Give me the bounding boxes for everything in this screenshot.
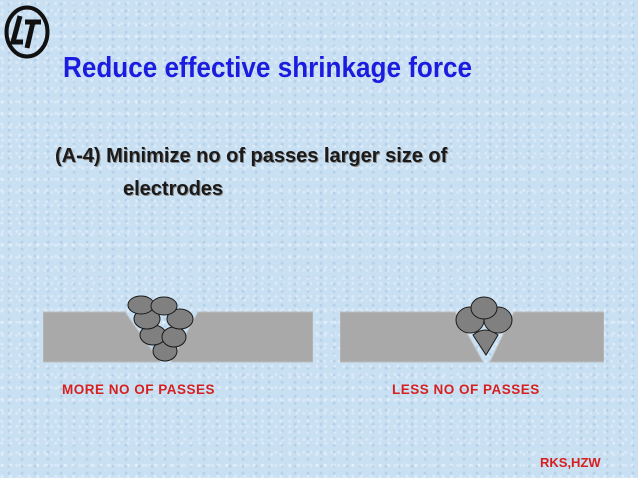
bullet-line2: electrodes: [123, 178, 224, 200]
weld-diagram-less-passes: [340, 296, 604, 363]
weld-diagram-more-passes: [43, 295, 313, 363]
author-footer: RKS,HZW: [540, 455, 601, 470]
bullet-point: (A-4) Minimize no of passes larger size …: [55, 140, 625, 206]
caption-less-passes: LESS NO OF PASSES: [392, 382, 540, 397]
slide-title: Reduce effective shrinkage force: [63, 52, 473, 84]
caption-more-passes: MORE NO OF PASSES: [62, 382, 216, 397]
weld-bead: [472, 329, 499, 356]
base-plate-right: [489, 311, 604, 363]
weld-beads: [455, 296, 513, 356]
base-plate-right: [170, 311, 313, 363]
weld-bead: [150, 296, 178, 316]
weld-bead: [166, 308, 194, 330]
weld-bead: [161, 326, 187, 348]
base-plate-left: [340, 311, 484, 363]
weld-bead: [127, 295, 155, 315]
weld-bead: [470, 296, 498, 320]
base-plate-left: [43, 311, 161, 363]
bullet-prefix: (A-4): [55, 145, 101, 167]
weld-beads: [127, 295, 194, 362]
bullet-line1: Minimize no of passes larger size of: [106, 145, 448, 167]
lt-logo-icon: [4, 5, 50, 59]
